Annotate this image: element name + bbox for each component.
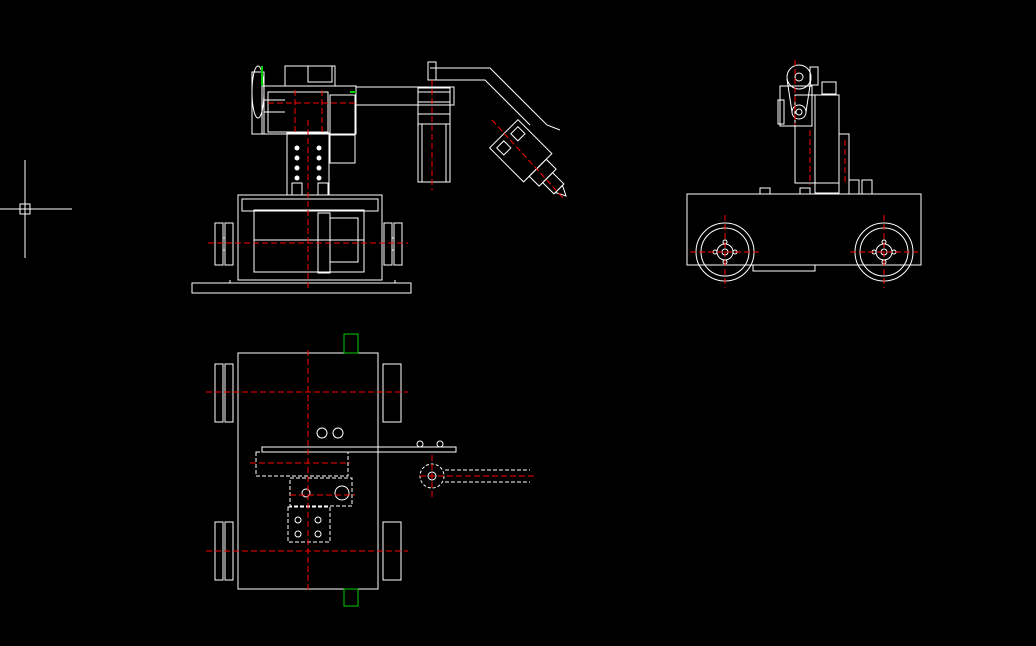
crosshair-cursor-icon: [0, 160, 72, 258]
welding-torch: [488, 118, 567, 197]
base-plate: [191, 282, 412, 294]
side-pulley: [786, 64, 812, 120]
carriage-motor: [253, 209, 365, 273]
top-view: [206, 333, 535, 607]
front-view: [191, 61, 567, 294]
top-arm: [261, 446, 457, 453]
horizontal-arm: [355, 86, 455, 106]
left-wheel: [214, 222, 234, 266]
side-view: [686, 60, 922, 288]
right-wheel: [383, 222, 403, 266]
